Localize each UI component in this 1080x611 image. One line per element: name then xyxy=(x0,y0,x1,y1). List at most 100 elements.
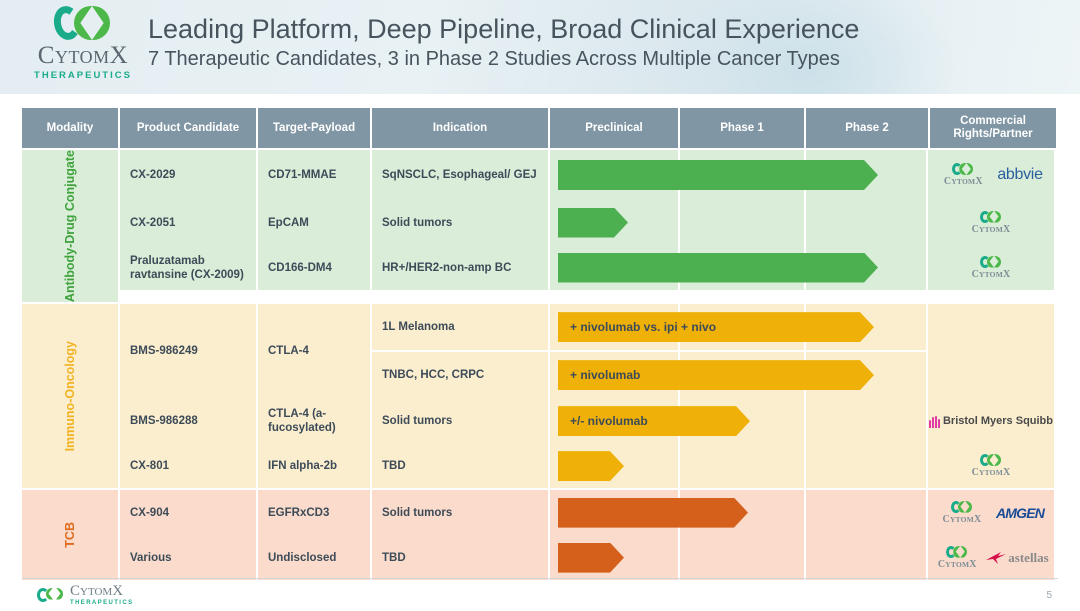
cell-partners: CYTOMX abbvie xyxy=(928,150,1054,200)
section-label-io-text: Immuno-Oncology xyxy=(62,340,77,452)
footer-logo-text: CYTOMX THERAPEUTICS xyxy=(70,583,134,607)
partner-logo-amgen: AMGEN xyxy=(995,504,1045,521)
cell-partners: CYTOMX xyxy=(928,200,1054,245)
cell-product: Various xyxy=(120,535,256,581)
cell-indication: TNBC, HCC, CRPC xyxy=(372,352,548,399)
table-row: CX-2051 EpCAM Solid tumors CYTOMX xyxy=(120,200,1058,245)
cell-product: CX-2051 xyxy=(120,200,256,245)
partner-logo-cytomx: CYTOMX xyxy=(967,255,1015,280)
pipeline-table: Modality Product Candidate Target-Payloa… xyxy=(22,108,1058,581)
column-header-target: Target-Payload xyxy=(258,108,370,148)
column-header-phase-1: Phase 1 xyxy=(680,108,804,148)
cell-product: CX-801 xyxy=(120,444,256,489)
cell-product: CX-2029 xyxy=(120,150,256,200)
footer-cytomx-logo: CYTOMX THERAPEUTICS xyxy=(36,584,133,606)
table-row: CX-801 IFN alpha-2b TBD CYTOMX xyxy=(120,444,1058,489)
logo-x-butterfly-icon xyxy=(74,6,110,40)
page-number: 5 xyxy=(1046,590,1052,601)
cell-indication: SqNSCLC, Esophageal/ GEJ xyxy=(372,150,548,200)
cytomx-logo-tagline: THERAPEUTICS xyxy=(34,70,132,81)
column-header-modality: Modality xyxy=(22,108,118,148)
slide-header: CYTOMX THERAPEUTICS Leading Platform, De… xyxy=(0,0,1080,94)
cell-product: BMS-986249 xyxy=(120,304,256,399)
table-subrow: 1L Melanoma + nivolumab vs. ipi + nivo xyxy=(372,304,928,351)
cell-product: Praluzatamab ravtansine (CX-2009) xyxy=(120,245,256,290)
slide-title: Leading Platform, Deep Pipeline, Broad C… xyxy=(148,14,860,44)
slide-subtitle: 7 Therapeutic Candidates, 3 in Phase 2 S… xyxy=(148,48,840,70)
bms-label: Bristol Myers Squibb xyxy=(942,415,1054,428)
section-label-adc-text: Antibody-Drug Conjugate xyxy=(62,150,77,303)
progress-bar xyxy=(558,208,628,238)
table-row: BMS-986288 CTLA-4 (a-fucosylated) Solid … xyxy=(120,398,1058,445)
partner-logo-astellas: astellas xyxy=(985,549,1049,565)
footer-divider xyxy=(22,578,1058,579)
progress-track xyxy=(550,150,926,200)
partner-logo-cytomx: CYTOMX xyxy=(967,210,1015,235)
astellas-star-icon xyxy=(986,551,1007,564)
progress-track xyxy=(550,535,926,581)
cell-partners: CYTOMX xyxy=(928,444,1054,489)
progress-track: +/- nivolumab xyxy=(550,398,926,445)
section-tcb: TCB CX-904 EGFRxCD3 Solid tumors CYTOMX xyxy=(22,490,1058,581)
progress-track: + nivolumab xyxy=(550,352,926,399)
cell-target: CTLA-4 xyxy=(258,304,370,399)
cell-target: EGFRxCD3 xyxy=(258,490,370,536)
progress-track xyxy=(550,200,926,245)
table-subrow: TNBC, HCC, CRPC + nivolumab xyxy=(372,352,928,399)
cytomx-logo: CYTOMX THERAPEUTICS xyxy=(28,4,138,86)
bms-hand-icon xyxy=(928,414,940,429)
cell-target: Undisclosed xyxy=(258,535,370,581)
section-label-adc: Antibody-Drug Conjugate xyxy=(22,150,118,303)
progress-bar xyxy=(558,543,624,573)
cell-partners: CYTOMX astellas xyxy=(928,535,1054,581)
cytomx-logo-mark xyxy=(50,4,116,42)
section-label-tcb: TCB xyxy=(22,490,118,581)
section-label-immuno-oncology: Immuno-Oncology xyxy=(22,304,118,489)
partner-logo-cytomx: CYTOMX xyxy=(938,500,986,525)
cell-indication: TBD xyxy=(372,535,548,581)
cell-target: CD166-DM4 xyxy=(258,245,370,290)
cell-indication: TBD xyxy=(372,444,548,489)
progress-bar xyxy=(558,160,878,190)
cell-indication: Solid tumors xyxy=(372,398,548,445)
cell-indication: HR+/HER2-non-amp BC xyxy=(372,245,548,290)
table-row: Various Undisclosed TBD CYTOMX xyxy=(120,535,1058,581)
cell-partners xyxy=(928,304,1054,399)
progress-bar xyxy=(558,451,624,481)
cell-indication: Solid tumors xyxy=(372,490,548,536)
partner-logo-cytomx: CYTOMX xyxy=(939,163,987,187)
table-header-row: Modality Product Candidate Target-Payloa… xyxy=(22,108,1058,148)
partner-logo-abbvie: abbvie xyxy=(997,166,1043,183)
cell-partners: Bristol Myers Squibb xyxy=(928,398,1054,445)
section-immuno-oncology: Immuno-Oncology BMS-986249 CTLA-4 1L Mel… xyxy=(22,304,1058,489)
astellas-label: astellas xyxy=(1008,549,1049,565)
cell-target: IFN alpha-2b xyxy=(258,444,370,489)
cytomx-logo-wordmark: CYTOMX xyxy=(37,42,129,69)
progress-track xyxy=(550,444,926,489)
section-label-tcb-text: TCB xyxy=(62,522,77,548)
progress-bar xyxy=(558,253,878,283)
cell-target: CD71-MMAE xyxy=(258,150,370,200)
section-antibody-drug-conjugate: Antibody-Drug Conjugate CX-2029 CD71-MMA… xyxy=(22,150,1058,303)
title-block: Leading Platform, Deep Pipeline, Broad C… xyxy=(148,12,859,72)
cell-indication: 1L Melanoma xyxy=(372,304,548,351)
cell-target: EpCAM xyxy=(258,200,370,245)
cell-partners: CYTOMX AMGEN xyxy=(928,490,1054,536)
progress-bar: + nivolumab vs. ipi + nivo xyxy=(558,312,874,342)
cell-target: CTLA-4 (a-fucosylated) xyxy=(258,398,370,445)
cell-product: CX-904 xyxy=(120,490,256,536)
column-header-phase-2: Phase 2 xyxy=(806,108,928,148)
cell-indication: Solid tumors xyxy=(372,200,548,245)
table-row: BMS-986249 CTLA-4 1L Melanoma + nivoluma… xyxy=(120,304,1058,399)
progress-track xyxy=(550,245,926,290)
table-row: Praluzatamab ravtansine (CX-2009) CD166-… xyxy=(120,245,1058,290)
progress-bar: +/- nivolumab xyxy=(558,406,750,436)
footer-logo-mark xyxy=(36,587,64,603)
column-header-indication: Indication xyxy=(372,108,548,148)
partner-logo-bristol-myers-squibb: Bristol Myers Squibb xyxy=(928,414,1054,429)
column-header-product: Product Candidate xyxy=(120,108,256,148)
partner-logo-cytomx: CYTOMX xyxy=(933,545,981,570)
table-row: CX-2029 CD71-MMAE SqNSCLC, Esophageal/ G… xyxy=(120,150,1058,200)
table-row: CX-904 EGFRxCD3 Solid tumors CYTOMX AMGE… xyxy=(120,490,1058,536)
progress-track: + nivolumab vs. ipi + nivo xyxy=(550,304,926,351)
